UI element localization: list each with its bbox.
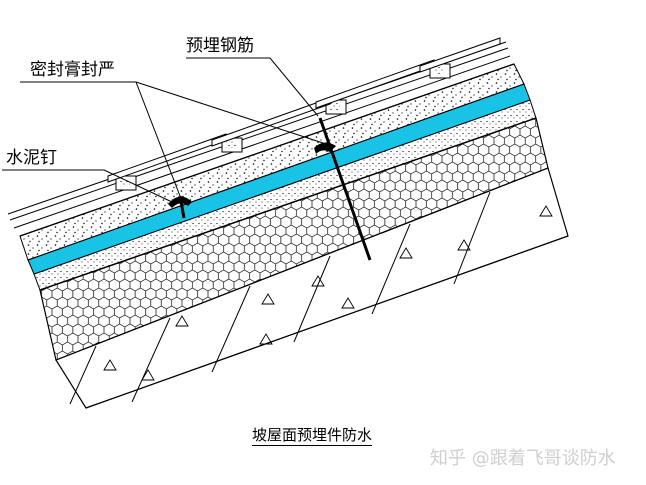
mortar-layer — [19, 63, 525, 261]
label-sealant: 密封膏封严 — [30, 60, 115, 80]
roof-tiles — [107, 37, 501, 183]
diagram-caption: 坡屋面预埋件防水 — [252, 426, 373, 446]
label-embedded-rebar: 预埋钢筋 — [186, 36, 254, 56]
label-cement-nail: 水泥钉 — [6, 148, 57, 168]
watermark-text: 知乎 @跟着飞哥谈防水 — [430, 448, 616, 469]
leader-lines — [2, 57, 327, 203]
embedded-rebar — [314, 117, 372, 261]
cement-nail — [168, 195, 192, 219]
